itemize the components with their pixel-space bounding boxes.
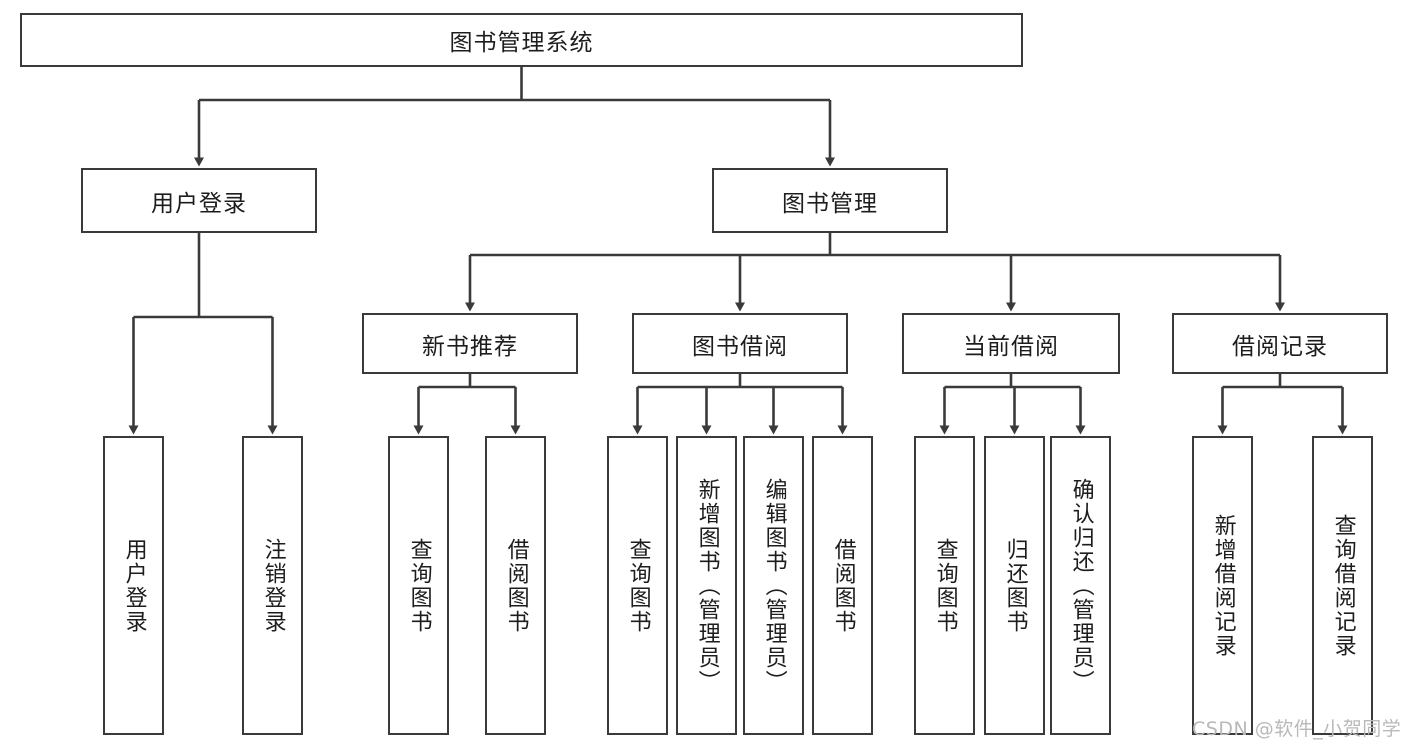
node-query-borrow-record[interactable]: 查询借阅记录 — [1312, 436, 1373, 735]
node-label-query-book-current: 查询图书 — [932, 537, 958, 634]
node-label-confirm-return-admin: 确认归还（管理员） — [1068, 477, 1094, 694]
node-label-query-borrow-record: 查询借阅记录 — [1330, 513, 1356, 658]
node-borrow-record[interactable]: 借阅记录 — [1172, 313, 1388, 374]
node-query-book-recommend[interactable]: 查询图书 — [388, 436, 449, 735]
node-label-user-logout-action: 注销登录 — [260, 537, 286, 634]
node-query-book-current[interactable]: 查询图书 — [914, 436, 975, 735]
node-add-book-admin[interactable]: 新增图书（管理员） — [676, 436, 737, 735]
node-label-book-borrow: 图书借阅 — [692, 333, 788, 360]
node-add-borrow-record[interactable]: 新增借阅记录 — [1192, 436, 1253, 735]
node-label-add-book-admin: 新增图书（管理员） — [694, 477, 720, 694]
node-label-edit-book-admin: 编辑图书（管理员） — [761, 477, 787, 694]
node-label-current-borrow: 当前借阅 — [963, 333, 1059, 360]
node-label-new-book-recommend: 新书推荐 — [422, 333, 518, 360]
node-label-borrow-book-recommend: 借阅图书 — [503, 537, 529, 634]
node-edit-book-admin[interactable]: 编辑图书（管理员） — [743, 436, 804, 735]
node-book-borrow[interactable]: 图书借阅 — [632, 313, 848, 374]
node-user-login[interactable]: 用户登录 — [81, 168, 317, 233]
node-label-return-book: 归还图书 — [1002, 537, 1028, 634]
node-user-login-action[interactable]: 用户登录 — [103, 436, 164, 735]
node-label-query-book-borrow: 查询图书 — [625, 537, 651, 634]
watermark-text: CSDN @软件_小贺同学 — [1192, 718, 1402, 740]
node-confirm-return-admin[interactable]: 确认归还（管理员） — [1050, 436, 1111, 735]
node-label-user-login-action: 用户登录 — [121, 537, 147, 634]
node-label-book-management: 图书管理 — [782, 190, 878, 217]
node-return-book[interactable]: 归还图书 — [984, 436, 1045, 735]
node-label-root: 图书管理系统 — [449, 30, 594, 56]
node-query-book-borrow[interactable]: 查询图书 — [607, 436, 668, 735]
node-label-borrow-book-action: 借阅图书 — [830, 537, 856, 634]
node-label-borrow-record: 借阅记录 — [1232, 333, 1328, 360]
node-user-logout-action[interactable]: 注销登录 — [242, 436, 303, 735]
node-label-user-login: 用户登录 — [151, 190, 247, 217]
node-current-borrow[interactable]: 当前借阅 — [902, 313, 1120, 374]
node-new-book-recommend[interactable]: 新书推荐 — [362, 313, 578, 374]
node-borrow-book-recommend[interactable]: 借阅图书 — [485, 436, 546, 735]
node-book-management[interactable]: 图书管理 — [712, 168, 948, 233]
node-root[interactable]: 图书管理系统 — [20, 13, 1023, 67]
node-label-add-borrow-record: 新增借阅记录 — [1210, 513, 1236, 658]
node-borrow-book-action[interactable]: 借阅图书 — [812, 436, 873, 735]
node-label-query-book-recommend: 查询图书 — [406, 537, 432, 634]
